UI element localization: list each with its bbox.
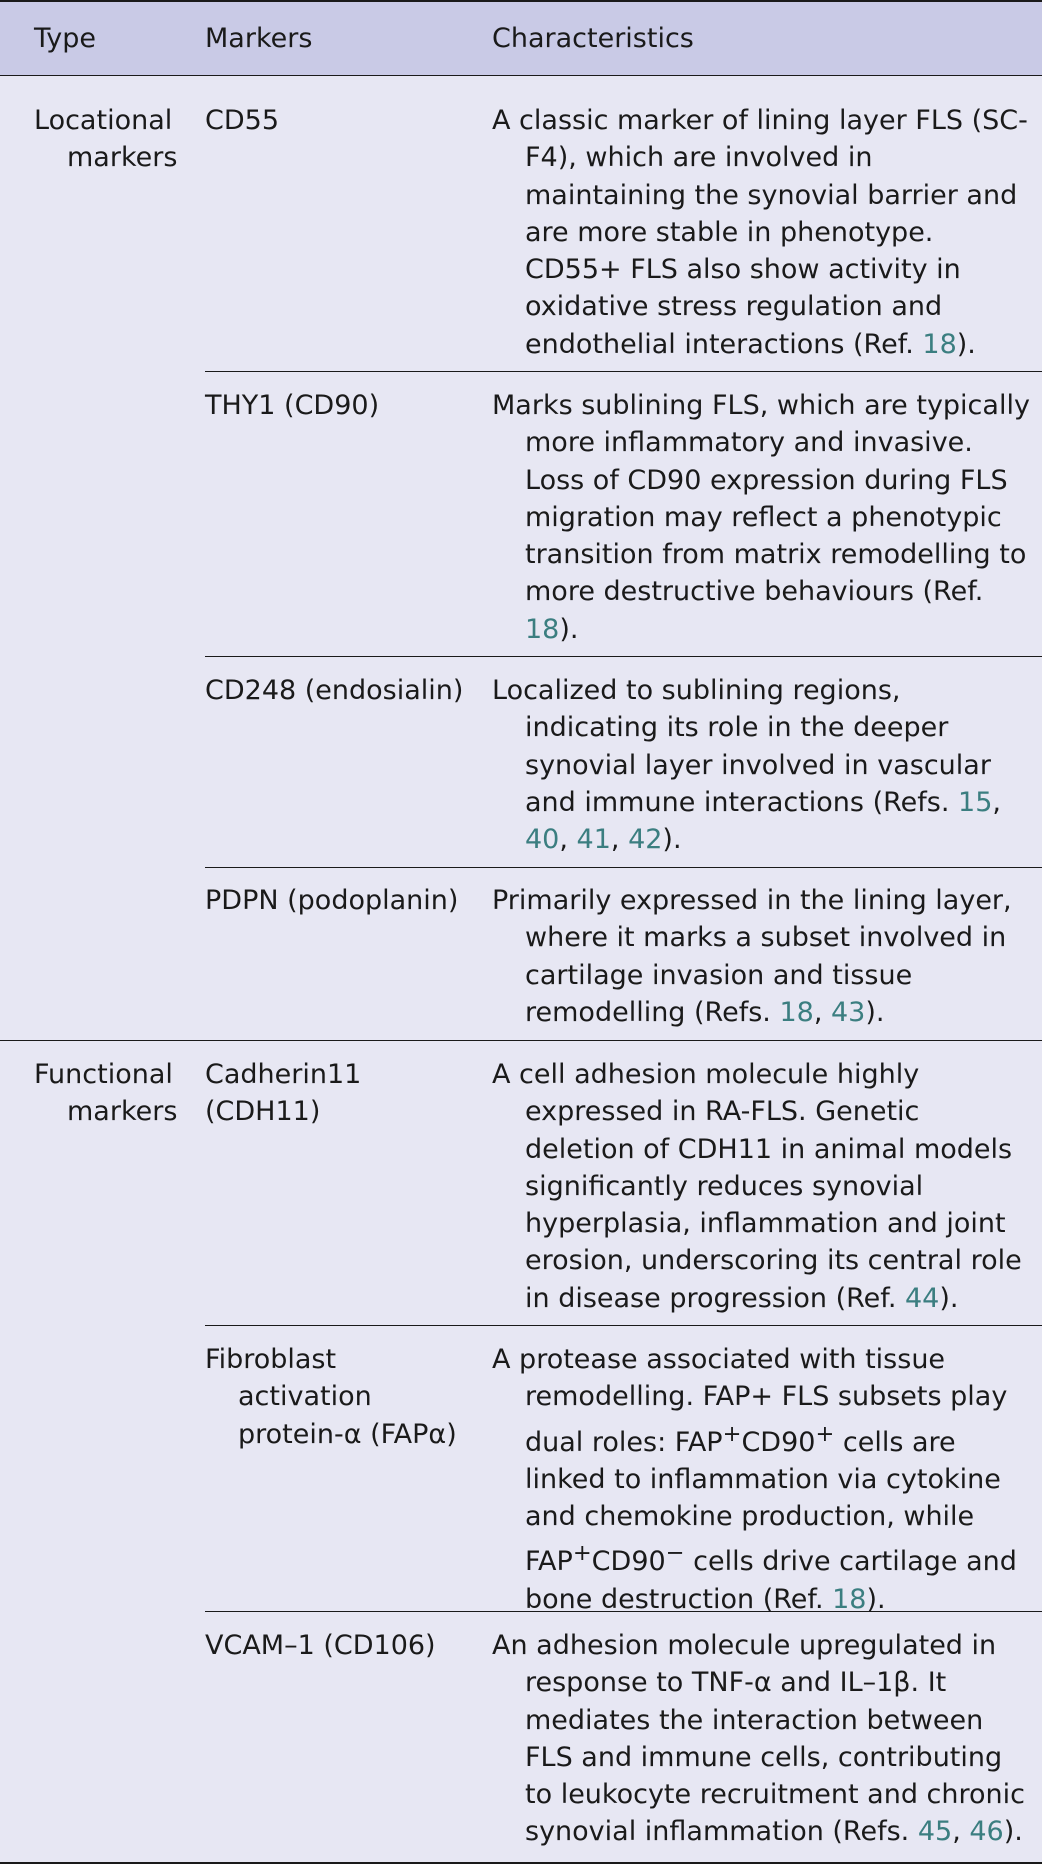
reference-link[interactable]: 18 — [832, 1583, 867, 1615]
row-divider — [205, 1611, 1042, 1612]
reference-link[interactable]: 45 — [917, 1816, 953, 1848]
marker-name: Cadherin11 (CDH11) — [205, 1059, 362, 1128]
reference-link[interactable]: 15 — [958, 786, 993, 818]
characteristics-text: Primarily expressed in the lining layer,… — [492, 885, 1012, 1028]
group-type-line1: Locational — [34, 105, 173, 136]
group-divider — [0, 1040, 1042, 1041]
table-header: Type Markers Characteristics — [0, 2, 1042, 76]
header-characteristics: Characteristics — [492, 23, 694, 54]
reference-link[interactable]: 46 — [969, 1816, 1004, 1848]
reference-link[interactable]: 44 — [905, 1282, 940, 1314]
row-divider — [205, 371, 1042, 372]
characteristics-text: A cell adhesion molecule highly expresse… — [492, 1059, 1022, 1314]
group-type-line2: markers — [67, 1096, 178, 1127]
marker-name: CD55 — [205, 105, 279, 136]
characteristics-text: A protease associated with tissue remode… — [492, 1344, 1017, 1615]
marker-name: Fibroblast activation protein-α (FAPα) — [205, 1344, 457, 1450]
reference-link[interactable]: 42 — [628, 824, 663, 856]
reference-link[interactable]: 41 — [576, 824, 611, 856]
reference-link[interactable]: 40 — [525, 824, 560, 856]
characteristics-text: Localized to sublining regions, indicati… — [492, 675, 1001, 856]
characteristics-text: A classic marker of lining layer FLS (SC… — [492, 105, 1028, 360]
reference-link[interactable]: 18 — [922, 328, 957, 360]
reference-link[interactable]: 18 — [779, 996, 814, 1028]
marker-name: CD248 (endosialin) — [205, 675, 464, 706]
group-type-line2: markers — [67, 142, 178, 173]
header-markers: Markers — [205, 23, 313, 54]
row-divider — [205, 1325, 1042, 1326]
marker-name: THY1 (CD90) — [205, 390, 380, 421]
marker-name: VCAM–1 (CD106) — [205, 1630, 436, 1661]
row-divider — [205, 656, 1042, 657]
marker-name: PDPN (podoplanin) — [205, 885, 459, 916]
group-type-functional: Functional markers — [34, 1056, 184, 1130]
row-divider — [205, 867, 1042, 868]
group-type-locational: Locational markers — [34, 102, 184, 176]
characteristics-text: Marks sublining FLS, which are typically… — [492, 390, 1030, 645]
characteristics-text: An adhesion molecule upregulated in resp… — [492, 1630, 1025, 1848]
group-type-line1: Functional — [34, 1059, 173, 1090]
reference-link[interactable]: 18 — [525, 613, 560, 645]
reference-link[interactable]: 43 — [831, 996, 866, 1028]
header-type: Type — [34, 23, 97, 54]
